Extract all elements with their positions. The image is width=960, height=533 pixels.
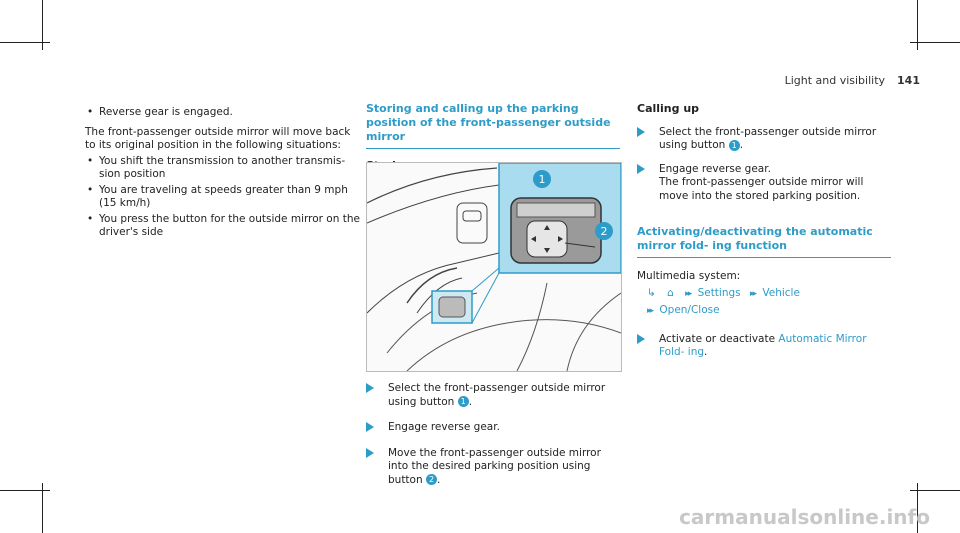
step-item: Engage reverse gear. The front-passenger…: [637, 163, 891, 204]
automatic-mirror-fold-link[interactable]: Automatic Mirror Fold- ing: [659, 332, 867, 359]
button-1-badge: 1: [728, 139, 740, 151]
menu-path-line-2: ▸▸ Open/Close: [637, 304, 891, 319]
crop-mark: [917, 0, 918, 50]
callout-2: 2: [601, 225, 608, 238]
arrow-icon: [637, 163, 645, 174]
home-icon: ⌂: [667, 286, 674, 299]
chevron-icon: ▸▸: [647, 306, 654, 316]
list-item: You are traveling at speeds greater than…: [85, 184, 360, 211]
step-item: Engage reverse gear.: [366, 421, 620, 435]
arrow-icon: [637, 126, 645, 137]
arrow-icon: [637, 333, 645, 344]
section-heading: Activating/deactivating the automatic mi…: [637, 225, 891, 258]
page-number: 141: [897, 74, 920, 87]
door-illustration: 1 2: [367, 163, 621, 371]
step-item: Select the front-passenger outside mirro…: [366, 382, 620, 409]
watermark: carmanualsonline.info: [679, 505, 930, 529]
crop-mark: [0, 490, 50, 491]
arrow-icon: [366, 422, 374, 432]
door-panel-figure: 1 2: [366, 162, 622, 372]
crop-mark: [42, 483, 43, 533]
list-item: Reverse gear is engaged.: [85, 106, 360, 120]
path-open-close[interactable]: Open/Close: [659, 304, 720, 316]
button-1-badge: 1: [457, 396, 469, 407]
crop-mark: [0, 42, 50, 43]
list-item: You shift the transmission to another tr…: [85, 155, 360, 182]
button-2-badge: 2: [425, 474, 437, 485]
intro-paragraph: The front-passenger outside mirror will …: [85, 125, 351, 152]
arrow-icon: [366, 383, 374, 393]
crop-mark: [42, 0, 43, 50]
section-heading: Storing and calling up the parking posit…: [366, 102, 620, 149]
enter-arrow-icon: ↳: [647, 286, 656, 299]
crop-mark: [917, 483, 918, 533]
column-2: Storing and calling up the parking posit…: [366, 102, 620, 172]
chevron-icon: ▸▸: [685, 288, 692, 299]
list-item: You press the button for the outside mir…: [85, 213, 360, 240]
multimedia-label: Multimedia system:: [637, 270, 741, 282]
column-3: Calling up Select the front-passenger ou…: [637, 102, 891, 360]
crop-mark: [910, 42, 960, 43]
path-settings[interactable]: Settings: [697, 286, 741, 299]
step-item: Activate or deactivate Automatic Mirror …: [637, 333, 891, 360]
storing-steps: Select the front-passenger outside mirro…: [366, 382, 620, 487]
menu-path: ↳ ⌂ ▸▸ Settings ▸▸ Vehicle: [637, 287, 891, 302]
subheading-calling-up: Calling up: [637, 102, 700, 115]
step-item: Select the front-passenger outside mirro…: [637, 126, 891, 153]
arrow-icon: [366, 447, 374, 458]
chevron-icon: ▸▸: [749, 288, 757, 299]
step-item: Move the front-passenger outside mirror …: [366, 447, 620, 488]
crop-mark: [910, 490, 960, 491]
path-vehicle[interactable]: Vehicle: [762, 286, 800, 299]
callout-1: 1: [539, 173, 546, 186]
column-1: Reverse gear is engaged. The front-passe…: [85, 104, 360, 240]
section-title: Light and visibility: [784, 74, 886, 87]
page-header: Light and visibility 141: [785, 74, 920, 87]
